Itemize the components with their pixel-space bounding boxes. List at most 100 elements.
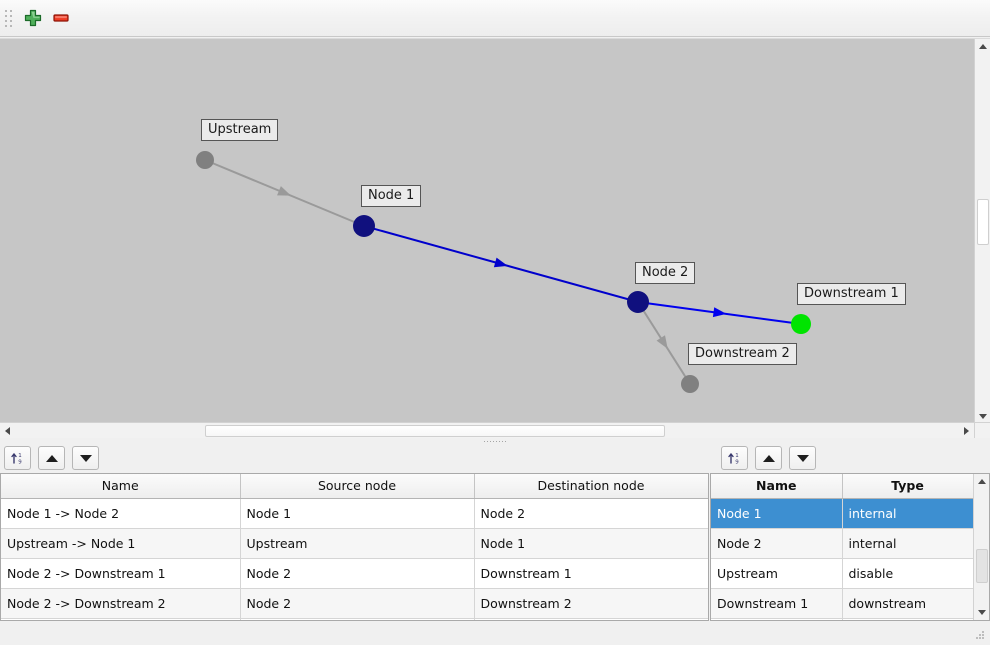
graph-node-label-downstream2[interactable]: Downstream 2 xyxy=(688,343,797,365)
edges-move-down-button[interactable] xyxy=(72,446,99,470)
scroll-down-button[interactable] xyxy=(975,409,990,424)
table-cell[interactable]: Upstream -> Node 1 xyxy=(1,528,241,559)
table-cell-empty xyxy=(711,618,843,620)
move-down-icon xyxy=(79,454,92,462)
nodes-vertical-scroll-thumb[interactable] xyxy=(976,549,988,583)
scroll-up-button[interactable] xyxy=(975,39,990,54)
scrollbar-corner xyxy=(974,422,990,438)
edges-move-up-button[interactable] xyxy=(38,446,65,470)
table-cell[interactable]: Node 2 xyxy=(240,558,475,589)
graph-node-label-node2[interactable]: Node 2 xyxy=(635,262,696,284)
move-down-icon xyxy=(796,454,809,462)
table-cell[interactable]: Node 2 -> Downstream 2 xyxy=(1,588,241,619)
table-cell[interactable]: disable xyxy=(842,558,974,589)
table-cell[interactable]: Downstream 1 xyxy=(711,588,843,619)
graph-node-node1[interactable] xyxy=(353,215,375,237)
edges-sort-button[interactable]: 1 9 xyxy=(4,446,31,470)
move-up-icon xyxy=(762,454,775,462)
table-cell[interactable]: Node 1 -> Node 2 xyxy=(1,498,241,529)
remove-button[interactable] xyxy=(47,4,75,32)
graph-node-label-downstream1[interactable]: Downstream 1 xyxy=(797,283,906,305)
graph-node-label-node1[interactable]: Node 1 xyxy=(361,185,422,207)
nodes-sort-button[interactable]: 1 9 xyxy=(721,446,748,470)
table-cell-empty xyxy=(842,618,974,620)
table-cell[interactable]: Downstream 1 xyxy=(474,558,708,589)
table-cell[interactable]: Node 1 xyxy=(711,498,843,529)
table-cell[interactable]: Node 1 xyxy=(240,498,475,529)
svg-text:1: 1 xyxy=(735,453,739,459)
graph-node-downstream2[interactable] xyxy=(681,375,699,393)
table-cell[interactable]: Upstream xyxy=(240,528,475,559)
add-button[interactable] xyxy=(19,4,47,32)
sort-icon: 1 9 xyxy=(727,453,739,466)
table-cell[interactable]: Upstream xyxy=(711,558,843,589)
table-cell[interactable]: Downstream 2 xyxy=(474,588,708,619)
chevron-up-icon xyxy=(977,479,986,484)
graph-drawing xyxy=(196,151,811,393)
status-bar xyxy=(0,623,990,645)
table-empty-row xyxy=(711,618,974,620)
column-header-type[interactable]: Type xyxy=(842,474,974,499)
toolbar-drag-handle[interactable] xyxy=(3,7,13,29)
graph-node-node2[interactable] xyxy=(627,291,649,313)
table-cell[interactable]: internal xyxy=(842,528,974,559)
svg-text:1: 1 xyxy=(18,453,22,459)
table-cell-empty xyxy=(240,618,475,620)
table-cell[interactable]: internal xyxy=(842,498,974,529)
graph-node-label-upstream[interactable]: Upstream xyxy=(201,119,279,141)
add-icon xyxy=(24,9,42,27)
nodes-move-up-button[interactable] xyxy=(755,446,782,470)
window-resize-grip[interactable] xyxy=(976,631,987,642)
table-cell[interactable]: Node 1 xyxy=(474,528,708,559)
canvas-horizontal-scroll-thumb[interactable] xyxy=(205,425,665,437)
canvas-vertical-scrollbar[interactable] xyxy=(974,39,990,424)
nodes-vertical-scrollbar[interactable] xyxy=(973,474,989,620)
graph-node-upstream[interactable] xyxy=(196,151,214,169)
canvas-vertical-scroll-thumb[interactable] xyxy=(977,199,989,245)
edge-arrowhead-node2-downstream1 xyxy=(712,307,727,318)
table-cell[interactable]: downstream xyxy=(842,588,974,619)
chevron-down-icon xyxy=(978,414,987,419)
column-header-destination-node[interactable]: Destination node xyxy=(474,474,708,499)
svg-text:9: 9 xyxy=(18,460,22,466)
remove-icon xyxy=(53,14,69,22)
table-cell-empty xyxy=(1,618,241,620)
column-header-name[interactable]: Name xyxy=(711,474,843,499)
nodes-toolbar: 1 9 xyxy=(710,443,990,471)
panel-splitter[interactable] xyxy=(0,438,990,444)
nodes-move-down-button[interactable] xyxy=(789,446,816,470)
column-header-name[interactable]: Name xyxy=(1,474,241,499)
nodes-scroll-down-button[interactable] xyxy=(974,605,989,620)
table-cell[interactable]: Node 2 -> Downstream 1 xyxy=(1,558,241,589)
table-cell[interactable]: Node 2 xyxy=(474,498,708,529)
scroll-left-button[interactable] xyxy=(0,423,15,438)
column-header-source-node[interactable]: Source node xyxy=(240,474,475,499)
table-cell[interactable]: Node 2 xyxy=(240,588,475,619)
sort-icon: 1 9 xyxy=(10,453,22,466)
chevron-down-icon xyxy=(977,610,986,615)
nodes-scroll-up-button[interactable] xyxy=(974,474,989,489)
scroll-right-button[interactable] xyxy=(959,423,974,438)
graph-node-downstream1[interactable] xyxy=(791,314,811,334)
table-cell[interactable]: Node 2 xyxy=(711,528,843,559)
canvas-horizontal-scrollbar[interactable] xyxy=(0,422,974,438)
edge-arrowhead-node1-node2 xyxy=(493,257,508,268)
